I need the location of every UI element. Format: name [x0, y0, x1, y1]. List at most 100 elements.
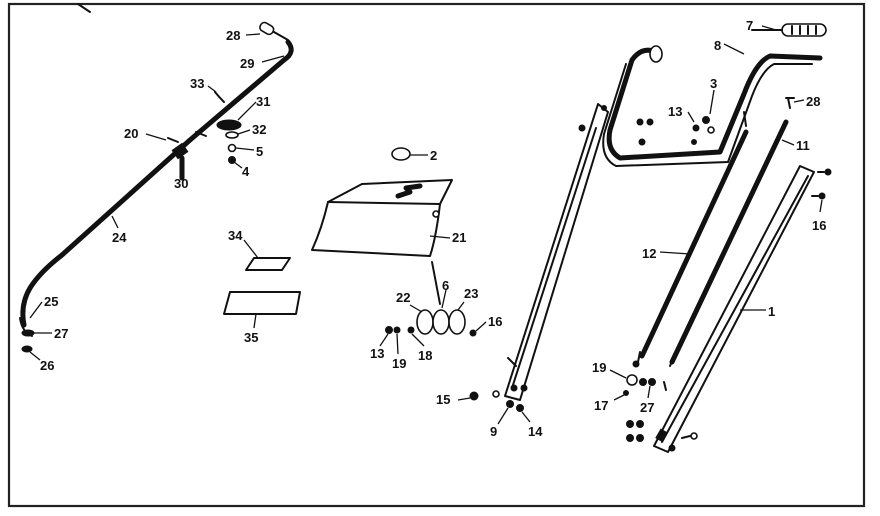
callout-numbers: 28 29 33 31 32 20 30 5 4 24 25 27 26 2 2…: [40, 18, 826, 439]
leader-17: [613, 394, 625, 401]
callout-34: 34: [228, 228, 243, 243]
nut-18a: [407, 326, 415, 334]
bushing-32: [225, 131, 239, 139]
callout-5: 5: [256, 144, 263, 159]
callout-15: 15: [436, 392, 450, 407]
washer-19a: [393, 326, 401, 334]
cable-clip-27: [21, 329, 35, 337]
side-bar-1-slot: [655, 428, 667, 442]
callout-22: 22: [396, 290, 410, 305]
callout-16b: 16: [812, 218, 826, 233]
leader-25: [29, 301, 43, 319]
callout-31: 31: [256, 94, 270, 109]
bolt-3a: [636, 118, 644, 126]
callout-24: 24: [112, 230, 127, 245]
cable-rod-24: [20, 39, 294, 328]
control-cable-assembly: [19, 21, 294, 353]
leader-15: [457, 397, 471, 401]
cover-21-screw-hole: [432, 210, 440, 218]
callout-21: 21: [452, 230, 466, 245]
spring-33: [214, 91, 225, 103]
callout-11: 11: [796, 138, 810, 153]
switch-22: [416, 309, 434, 335]
knob-19b: [626, 374, 638, 386]
leader-23: [457, 301, 465, 311]
lower-handle-inner: [511, 127, 597, 389]
cover-21-slot: [395, 183, 423, 199]
washer-19d: [648, 378, 656, 386]
callout-27b: 27: [640, 400, 654, 415]
nut-bottom-e: [668, 444, 676, 452]
screw-17: [623, 390, 629, 396]
leader-7: [761, 25, 777, 31]
nut-bottom-d: [636, 434, 644, 442]
upper-handle-8-inner: [602, 63, 813, 167]
cable-clip-26: [21, 345, 33, 353]
leader-16a: [475, 321, 487, 332]
callout-19b: 19: [592, 360, 606, 375]
switch-shaft: [431, 261, 441, 305]
leader-13b: [687, 111, 695, 123]
link-20: [167, 137, 179, 143]
bolt-3c: [638, 138, 646, 146]
leader-35: [253, 313, 257, 329]
callout-27: 27: [54, 326, 68, 341]
leader-12: [659, 251, 691, 255]
lower-handle-assembly: [469, 103, 609, 412]
callout-12: 12: [642, 246, 656, 261]
leader-4: [233, 161, 243, 169]
callout-30: 30: [174, 176, 188, 191]
nut-27a: [632, 360, 640, 368]
leader-11: [781, 139, 795, 146]
lower-handle-notch: [507, 357, 517, 367]
callout-29: 29: [240, 56, 254, 71]
leader-6: [441, 289, 447, 309]
callout-6: 6: [442, 278, 449, 293]
screw-16c: [818, 192, 826, 200]
callout-23: 23: [464, 286, 478, 301]
leader-19b: [609, 369, 627, 379]
leader-9: [497, 407, 509, 425]
leader-27b: [647, 385, 651, 399]
cover-21: [311, 179, 453, 257]
frame-corner-mark: [77, 3, 91, 13]
leader-20: [145, 133, 167, 141]
rod-11-end: [669, 355, 675, 367]
callout-28b: 28: [806, 94, 820, 109]
leader-16b: [819, 199, 823, 213]
washer-19c: [639, 378, 647, 386]
callout-1: 1: [768, 304, 775, 319]
grip-7-ridges: [791, 25, 817, 35]
leader-13a: [379, 333, 389, 347]
nut-14: [516, 404, 524, 412]
leader-21: [429, 235, 451, 239]
bracket-30: [171, 142, 189, 160]
leader-31: [237, 101, 257, 121]
bolt-3b: [646, 118, 654, 126]
switch-assembly-6: [416, 261, 477, 337]
bolt-bottom: [690, 432, 698, 440]
switch-23: [448, 309, 466, 335]
nut-14b: [510, 384, 518, 392]
nut-bottom-b: [636, 420, 644, 428]
callout-2: 2: [430, 148, 437, 163]
cover-21-top: [327, 201, 441, 205]
leader-3: [709, 89, 715, 115]
grip-7: [781, 23, 827, 37]
washer-5: [227, 143, 237, 153]
leader-33: [207, 85, 217, 93]
switch-stud-16: [469, 329, 477, 337]
washer-3: [707, 126, 715, 134]
callout-32: 32: [252, 122, 266, 137]
leader-32: [237, 129, 251, 135]
callout-25: 25: [44, 294, 58, 309]
leader-24: [111, 215, 119, 229]
washer-9a: [492, 390, 500, 398]
leader-28a: [245, 33, 261, 36]
leader-28b: [793, 99, 805, 103]
pin-27: [663, 381, 667, 391]
bolt-top-right: [601, 105, 607, 111]
nut-3: [702, 116, 710, 124]
nut-4: [228, 156, 236, 164]
leader-8: [723, 43, 745, 55]
